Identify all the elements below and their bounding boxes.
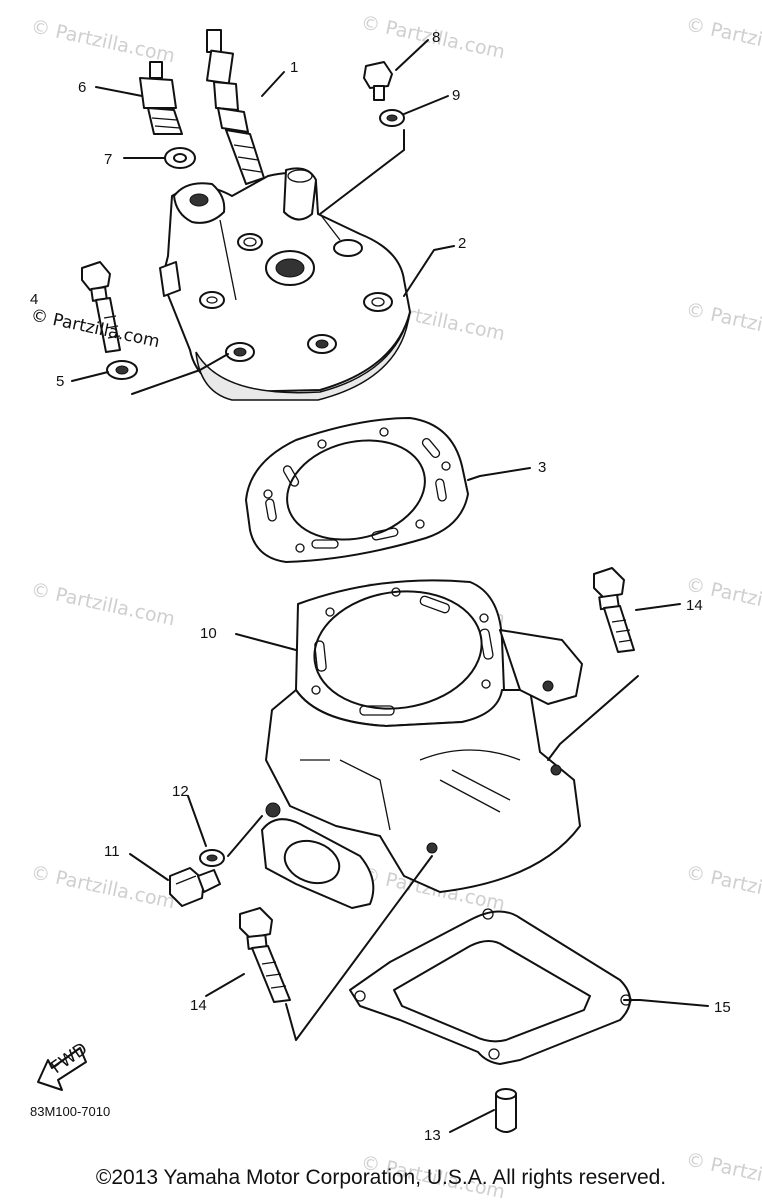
callout-13: 13	[424, 1127, 441, 1144]
callout-labels: 1 2 3 4 5 6 7 8 9 10 11 12 13 14 14 15	[30, 29, 731, 1144]
callout-11: 11	[104, 843, 120, 860]
watermark: © Partzilla.com	[684, 298, 762, 350]
watermark: © Partzilla.com	[29, 15, 177, 67]
bolt-8	[363, 61, 393, 101]
callout-12: 12	[172, 783, 189, 800]
drain-bolt-11	[169, 867, 221, 907]
watermark: © Partzilla.com	[29, 861, 177, 913]
copyright-notice: ©2013 Yamaha Motor Corporation, U.S.A. A…	[95, 1166, 667, 1189]
callout-14-lower: 14	[190, 997, 207, 1014]
callout-9: 9	[452, 87, 460, 104]
callout-3: 3	[538, 459, 546, 476]
callout-14-upper: 14	[686, 597, 703, 614]
callout-1: 1	[290, 59, 298, 76]
washer-12	[199, 849, 225, 867]
diagram-code: 83M100-7010	[30, 1104, 110, 1119]
washer-9	[379, 109, 405, 127]
spark-plug	[206, 29, 265, 196]
callout-2: 2	[458, 235, 466, 252]
head-gasket	[245, 417, 469, 563]
sensor-plug	[139, 61, 183, 135]
leader-lines	[71, 39, 709, 1133]
cylinder	[261, 579, 583, 909]
callout-7: 7	[104, 151, 112, 168]
bolt-4	[81, 261, 121, 353]
watermark: © Partzilla.com	[29, 578, 177, 630]
callout-15: 15	[714, 999, 731, 1016]
overlay-watermark: © Partzilla.com	[29, 305, 161, 352]
watermark: © Partzilla.com	[684, 13, 762, 65]
base-gasket	[349, 908, 632, 1065]
cylinder-head	[159, 167, 411, 401]
fwd-arrow: FWD	[37, 1039, 91, 1091]
callout-8: 8	[432, 29, 440, 46]
bolt-14-upper	[593, 567, 635, 653]
callout-10: 10	[200, 625, 217, 642]
callout-6: 6	[78, 79, 86, 96]
washer-7	[164, 147, 196, 169]
watermark: © Partzilla.com	[684, 861, 762, 913]
washer-5	[106, 360, 138, 380]
callout-5: 5	[56, 373, 64, 390]
bolt-14-lower	[239, 907, 291, 1003]
dowel-pin-13	[495, 1088, 517, 1133]
callout-4: 4	[30, 291, 38, 308]
